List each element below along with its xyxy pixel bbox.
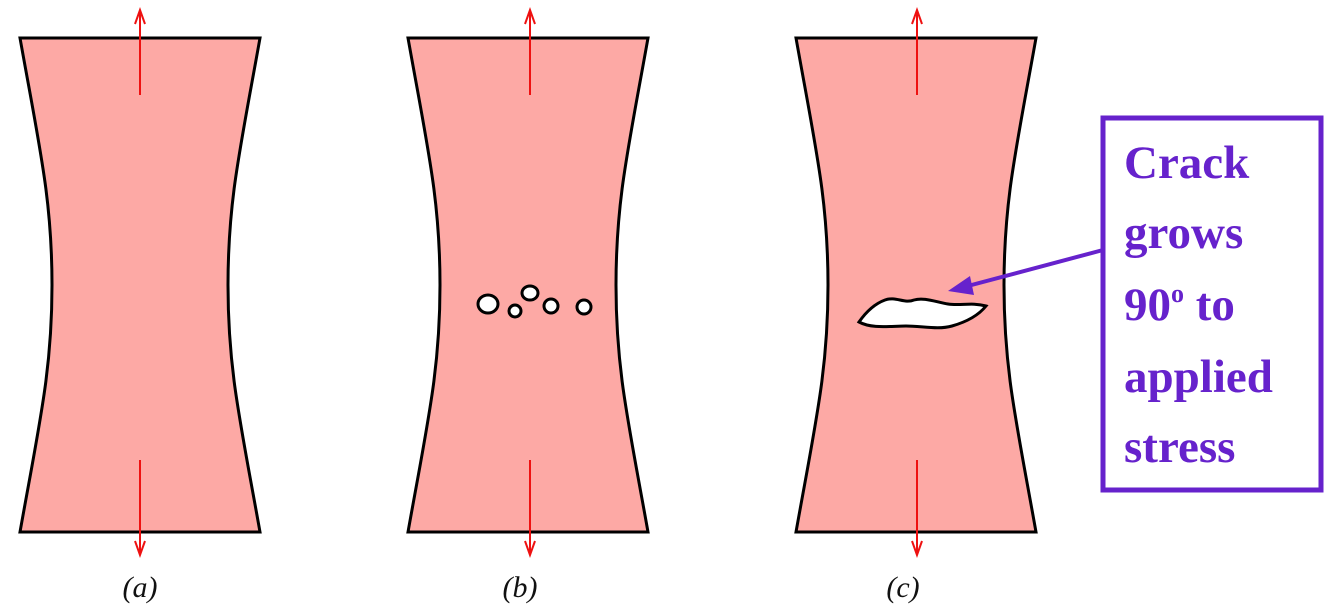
panel-label-b: (b) xyxy=(503,571,538,604)
void xyxy=(522,286,538,300)
specimen-a xyxy=(20,38,260,532)
panel-b: (b) xyxy=(408,10,648,604)
panel-label-c: (c) xyxy=(886,571,919,604)
callout-line-5: stress xyxy=(1124,421,1235,473)
callout-line-1: Crack xyxy=(1124,137,1250,189)
void xyxy=(478,295,498,313)
callout-text: Crack grows 90o to applied stress xyxy=(1124,137,1285,473)
void xyxy=(544,299,558,313)
void xyxy=(577,300,591,314)
void xyxy=(509,305,521,317)
callout-line-3: 90o to xyxy=(1124,279,1235,331)
panel-label-a: (a) xyxy=(123,571,158,604)
panel-c: (c) xyxy=(796,10,1036,604)
panel-a: (a) xyxy=(20,10,260,604)
callout-line-4: applied xyxy=(1124,351,1273,403)
specimen-c xyxy=(796,38,1036,532)
callout-line-2: grows xyxy=(1124,207,1243,259)
